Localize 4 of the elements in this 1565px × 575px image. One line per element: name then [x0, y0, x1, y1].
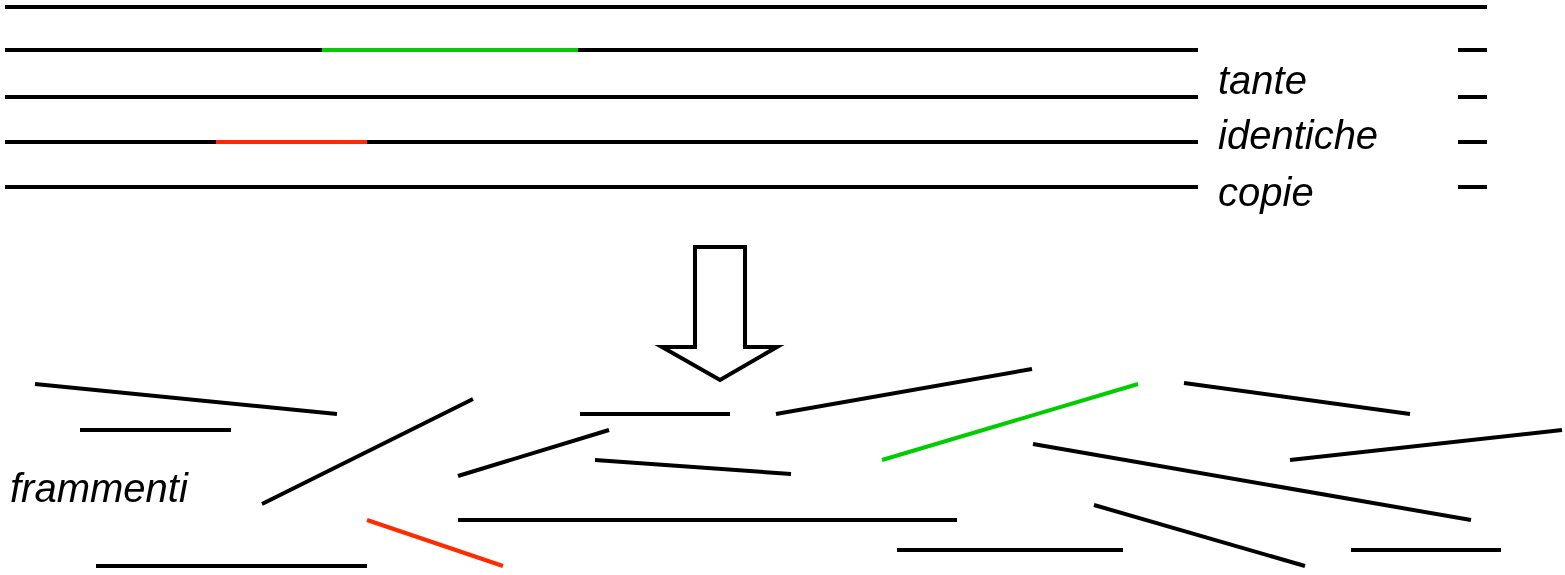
italic-label: copie	[1218, 170, 1314, 214]
italic-label: identiche	[1218, 113, 1379, 157]
italic-label: tante	[1218, 58, 1307, 102]
italic-label: frammenti	[10, 466, 188, 510]
